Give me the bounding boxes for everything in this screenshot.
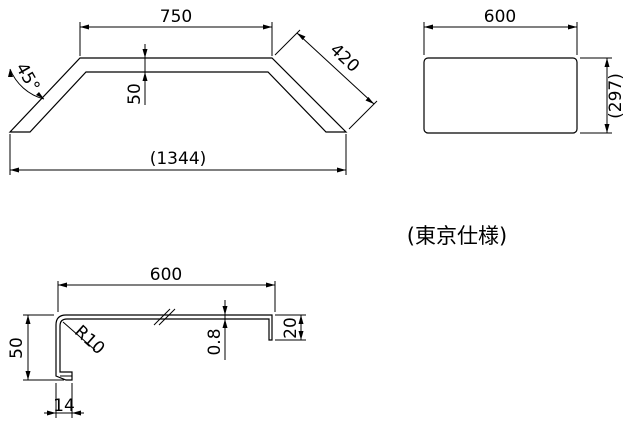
dim-section-height-50: 50 xyxy=(7,337,27,359)
dim-return-14: 14 xyxy=(53,396,75,416)
section-profile xyxy=(55,314,273,381)
dim-rect-height-297: (297) xyxy=(606,73,626,119)
trapezoid-view: 750 420 50 45° (1344) xyxy=(8,7,378,175)
rect-view: 600 (297) xyxy=(423,7,626,134)
dim-thickness-0-8: 0.8 xyxy=(205,328,225,355)
dim-overall-1344: (1344) xyxy=(150,149,207,169)
dim-radius-r10: R10 xyxy=(70,322,108,359)
trapezoid-outline xyxy=(8,57,348,133)
dim-slant-420: 420 xyxy=(326,40,363,77)
dim-section-width-600: 600 xyxy=(150,265,182,285)
dim-lip-20: 20 xyxy=(281,317,301,339)
dim-height-50: 50 xyxy=(125,83,145,105)
spec-label: (東京仕様) xyxy=(407,224,507,248)
rect-outline xyxy=(423,57,578,134)
dim-rect-width-600: 600 xyxy=(484,7,516,27)
dim-angle-45: 45° xyxy=(11,59,43,95)
section-view: 600 50 R10 0.8 20 14 xyxy=(7,265,306,418)
dim-top-750: 750 xyxy=(160,7,192,27)
